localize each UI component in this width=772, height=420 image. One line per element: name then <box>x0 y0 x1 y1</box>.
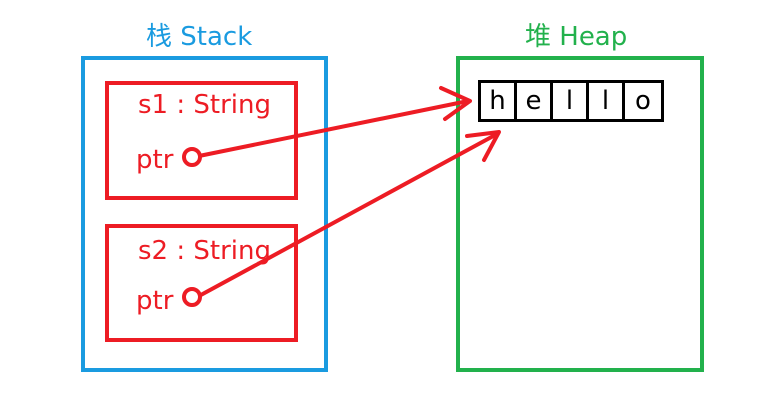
heap-char-cell-1: e <box>517 83 553 119</box>
stack-variable-s1-ptr-label: ptr <box>136 145 174 175</box>
stack-variable-s2-name: s2 : String <box>138 236 271 266</box>
heap-char-cell-0: h <box>481 83 517 119</box>
stack-variable-s2-ptr-label: ptr <box>136 286 174 316</box>
heap-char-cell-4: o <box>635 86 651 116</box>
heap-char-cell-3: l <box>589 83 625 119</box>
stack-variable-s1-name: s1 : String <box>138 90 271 120</box>
heap-char-cell-2: l <box>553 83 589 119</box>
heap-title: 堆 Heap <box>525 22 628 52</box>
heap-char-array: h e l l o <box>478 80 664 122</box>
stack-title: 栈 Stack <box>146 22 253 52</box>
